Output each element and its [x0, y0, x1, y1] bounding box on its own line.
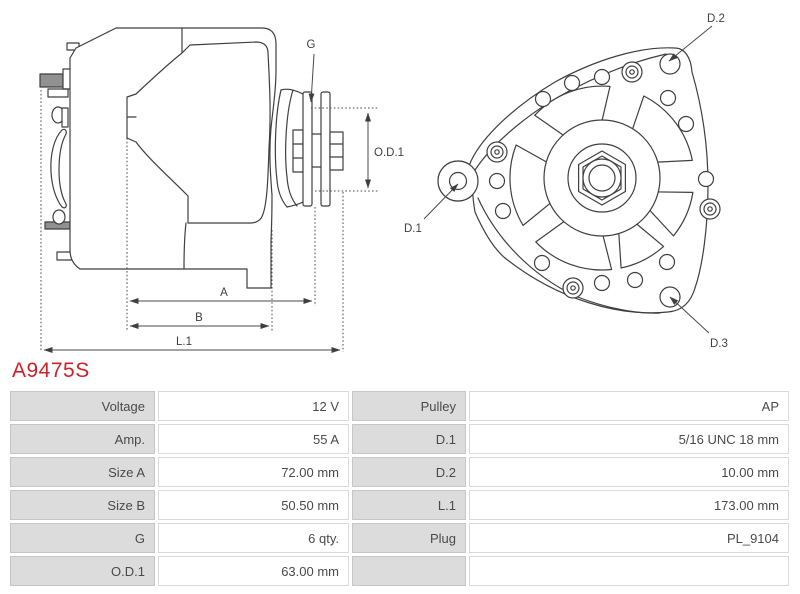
spec-value-cell: 55 A — [158, 424, 349, 454]
spec-label-cell: D.2 — [352, 457, 466, 487]
spec-label-cell: Size A — [10, 457, 155, 487]
leader-d1 — [423, 183, 459, 220]
spec-label-cell: G — [10, 523, 155, 553]
spec-value-cell: 10.00 mm — [469, 457, 789, 487]
dim-label-l1: L.1 — [176, 336, 192, 348]
dim-label-d2: D.2 — [707, 13, 725, 25]
dim-label-g: G — [307, 39, 316, 51]
terminal-details — [50, 106, 69, 225]
part-number: A9475S — [12, 359, 90, 382]
front-view-dimensions: D.1 D.2 D.3 — [404, 13, 728, 350]
fan-band — [274, 88, 304, 208]
spec-label-cell: O.D.1 — [10, 556, 155, 586]
spec-label-cell: Size B — [10, 490, 155, 520]
leader-d3 — [669, 296, 710, 334]
spec-label-cell: Plug — [352, 523, 466, 553]
spec-label-cell: D.1 — [352, 424, 466, 454]
housing-split-line — [183, 222, 187, 270]
front-housing-contour — [126, 41, 271, 224]
dim-label-b: B — [195, 312, 203, 324]
dim-label-d3: D.3 — [710, 338, 728, 350]
vent-holes — [488, 68, 715, 292]
spec-value-cell: 63.00 mm — [158, 556, 349, 586]
technical-drawing: G O.D.1 A B L.1 — [39, 13, 728, 353]
pulley — [302, 91, 344, 207]
dim-label-od1: O.D.1 — [374, 147, 404, 159]
alternator-front-view: D.1 D.2 D.3 — [404, 13, 728, 350]
spec-label-cell: Amp. — [10, 424, 155, 454]
spec-value-cell: AP — [469, 391, 789, 421]
spec-label-cell: Voltage — [10, 391, 155, 421]
dim-label-d1: D.1 — [404, 223, 422, 235]
spec-value-cell: 72.00 mm — [158, 457, 349, 487]
rivets — [486, 61, 721, 299]
spec-value-cell: 50.50 mm — [158, 490, 349, 520]
pulley-hub — [543, 119, 661, 237]
leader-d2 — [668, 25, 713, 62]
alternator-side-view: G O.D.1 A B L.1 — [39, 27, 404, 353]
spec-value-cell: 6 qty. — [158, 523, 349, 553]
spec-label-cell: L.1 — [352, 490, 466, 520]
spec-table: Voltage 12 V Pulley AP Amp. 55 A D.1 5/1… — [10, 391, 789, 586]
spec-value-cell: PL_9104 — [469, 523, 789, 553]
mounting-ear — [437, 160, 479, 202]
spec-value-cell — [469, 556, 789, 586]
mount-hole-d2 — [659, 53, 681, 75]
spec-label-cell — [352, 556, 466, 586]
spec-value-cell: 12 V — [158, 391, 349, 421]
spec-value-cell: 173.00 mm — [469, 490, 789, 520]
dim-arrow-g — [308, 53, 315, 103]
spec-value-cell: 5/16 UNC 18 mm — [469, 424, 789, 454]
dim-label-a: A — [220, 287, 228, 299]
side-view-dimensions: G O.D.1 A B L.1 — [40, 39, 404, 353]
shaft — [329, 131, 344, 171]
spec-label-cell: Pulley — [352, 391, 466, 421]
